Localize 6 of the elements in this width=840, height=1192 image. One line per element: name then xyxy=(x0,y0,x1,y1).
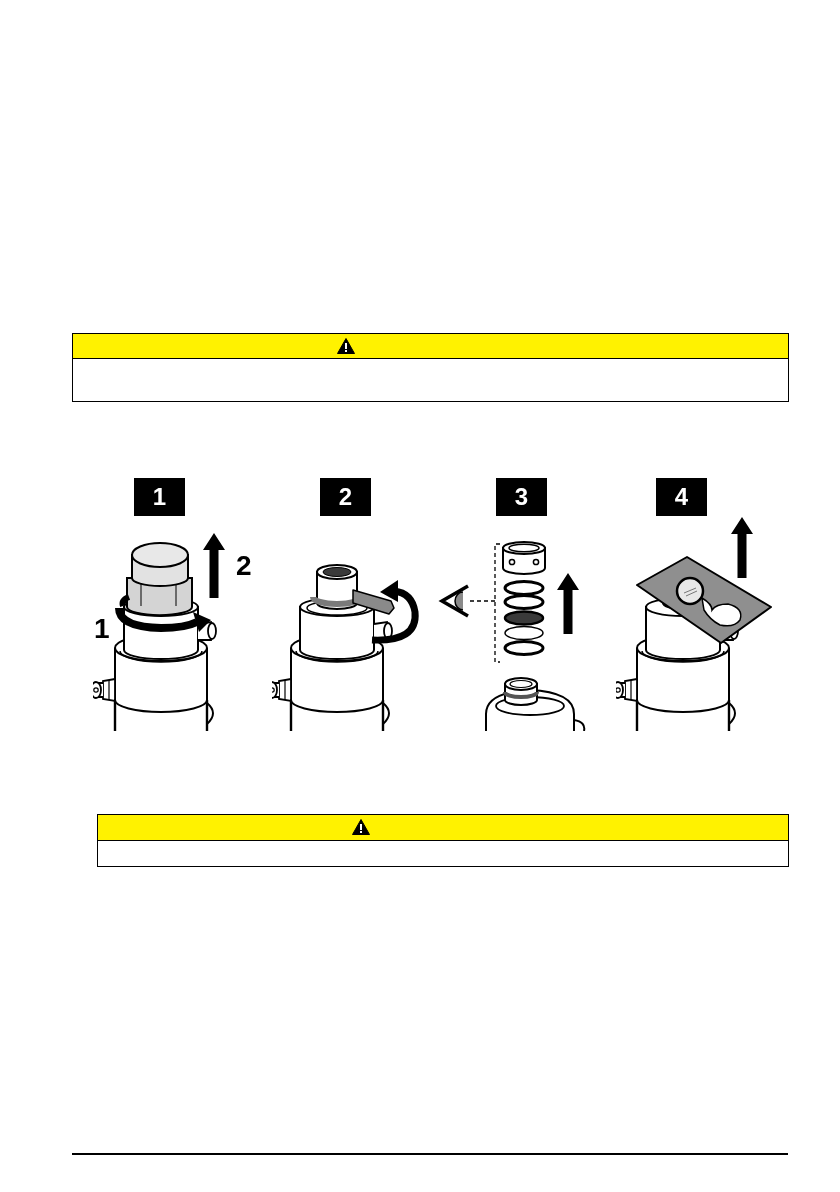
callout-number: 2 xyxy=(236,552,252,580)
step-number-box: 3 xyxy=(496,478,547,516)
step-number-box: 4 xyxy=(656,478,707,516)
step-number-box: 1 xyxy=(134,478,185,516)
step-number-box: 2 xyxy=(320,478,371,516)
callout-number: 1 xyxy=(94,615,110,643)
